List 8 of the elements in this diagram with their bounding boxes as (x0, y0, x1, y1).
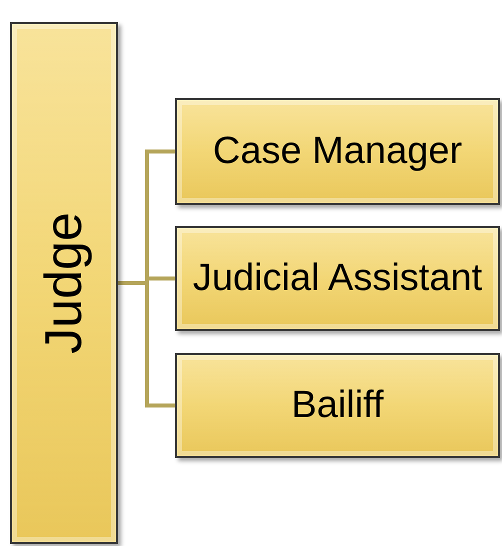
role-box (10, 22, 118, 544)
role-label: Case Manager (212, 132, 464, 172)
role-label: Bailiff (290, 386, 385, 426)
role-box (175, 353, 500, 458)
role-box (175, 98, 500, 205)
role-label: Judicial Assistant (192, 258, 484, 298)
role-box (175, 226, 500, 331)
role-label: Judge (38, 212, 90, 354)
